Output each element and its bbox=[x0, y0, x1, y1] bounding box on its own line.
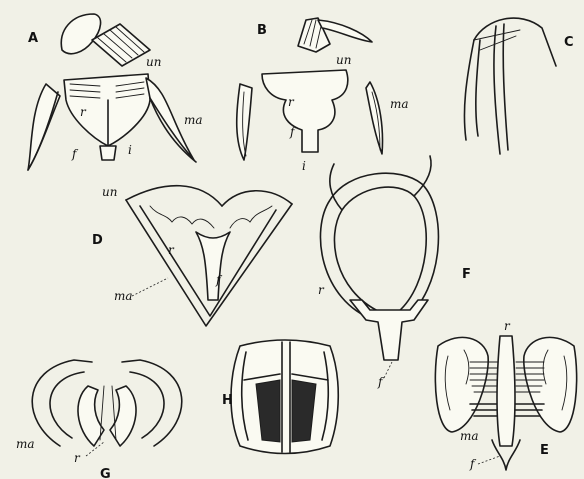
panel-g-drawing bbox=[32, 360, 182, 446]
panel-d-drawing bbox=[126, 186, 292, 326]
label-b-un: un bbox=[336, 53, 351, 67]
label-d-un: un bbox=[102, 185, 117, 199]
panel-label-f: F bbox=[462, 267, 471, 282]
panel-label-b: B bbox=[257, 23, 267, 38]
panel-f-drawing bbox=[320, 156, 438, 360]
panel-label-d: D bbox=[92, 233, 103, 248]
label-e-ma: ma bbox=[460, 429, 479, 443]
panel-label-e: E bbox=[540, 443, 549, 458]
label-a-i: i bbox=[128, 143, 132, 157]
panel-b-drawing bbox=[237, 18, 383, 160]
label-b-i: i bbox=[302, 159, 306, 173]
panel-label-g: G bbox=[100, 467, 111, 479]
label-a-f: f bbox=[71, 147, 79, 161]
label-a-ma: ma bbox=[184, 113, 203, 127]
panel-c-drawing bbox=[464, 18, 556, 154]
label-g-r: r bbox=[74, 451, 81, 465]
label-b-ma: ma bbox=[390, 97, 409, 111]
label-d-r: r bbox=[168, 243, 175, 257]
panel-e-drawing bbox=[435, 336, 576, 470]
panel-h-drawing bbox=[231, 340, 338, 454]
panel-label-h: H bbox=[222, 393, 233, 408]
panel-label-c: C bbox=[564, 35, 574, 50]
label-e-f: f bbox=[469, 457, 477, 471]
label-a-un: un bbox=[146, 55, 161, 69]
panel-a-drawing bbox=[28, 14, 196, 170]
label-e-r: r bbox=[504, 319, 511, 333]
label-g-ma: ma bbox=[16, 437, 35, 451]
label-d-ma: ma bbox=[114, 289, 133, 303]
label-f-f: f bbox=[377, 375, 385, 389]
label-d-f: f bbox=[215, 273, 223, 287]
label-f-r: r bbox=[318, 283, 325, 297]
panel-label-a: A bbox=[28, 31, 38, 46]
